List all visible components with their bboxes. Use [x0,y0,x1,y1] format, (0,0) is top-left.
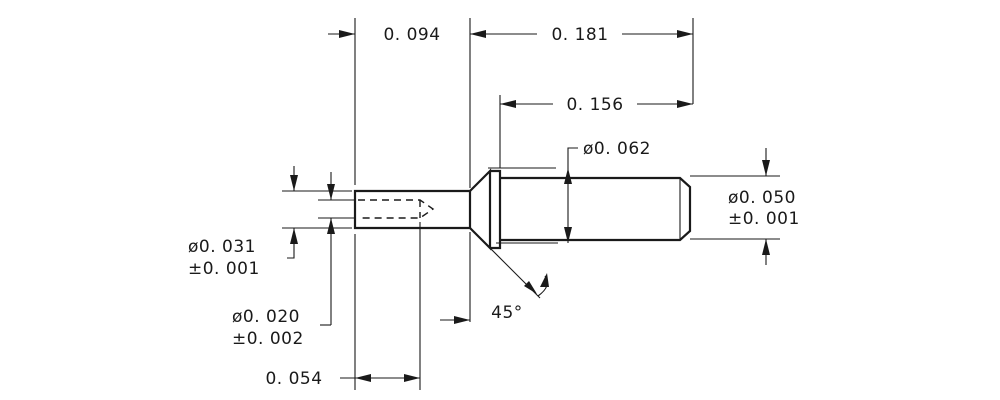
dim-0-156: 0. 156 [566,95,623,115]
chamfer-angle-label: 45° [491,303,523,323]
hidden-bore [358,199,435,219]
dimension-lines [287,30,770,382]
chamfer-cone [469,168,492,251]
dim-0-054: 0. 054 [265,369,322,389]
dim-0-094: 0. 094 [383,25,440,45]
dim-0-031-tolerance: ±0. 001 [188,259,260,279]
pin-shank [353,189,472,230]
dim-0-020-tolerance: ±0. 002 [232,329,304,349]
dim-0-062: ø0. 062 [583,139,651,159]
dim-0-050: ø0. 050 [728,188,796,208]
dim-0-020: ø0. 020 [232,307,300,327]
extension-lines [282,18,780,390]
dim-0-181: 0. 181 [551,25,608,45]
part-outline [353,168,692,251]
dim-0-050-tolerance: ±0. 001 [728,209,800,229]
collar [490,169,502,250]
dimension-labels: 0. 094 0. 181 0. 156 ø0. 062 ø0. 050 ±0.… [188,25,800,389]
dim-0-031: ø0. 031 [188,237,256,257]
main-body [500,176,692,242]
